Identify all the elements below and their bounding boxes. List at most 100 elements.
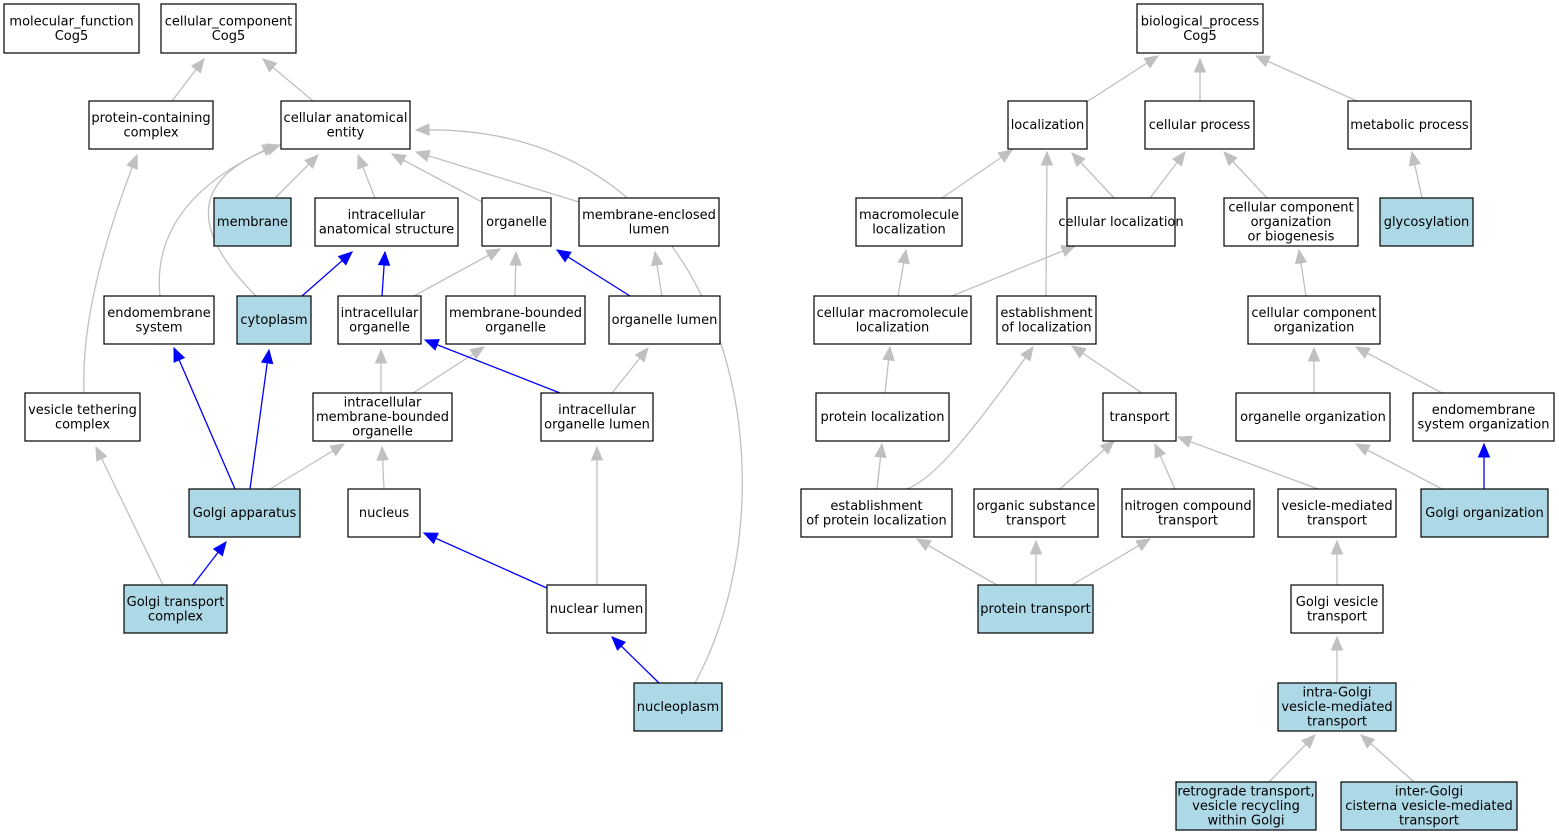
edge-membrane-enclosed-lumen-to-cellular-anatomical-entity	[414, 149, 580, 203]
node-cytoplasm: cytoplasm	[236, 295, 312, 345]
edge-protein-containing-complex-to-cc-root	[171, 57, 205, 102]
node-establishment-of-protein-localization-label: of protein localization	[806, 513, 947, 528]
node-inter-golgi-cisterna-box	[1340, 781, 1518, 831]
node-organelle-label: organelle	[486, 215, 547, 230]
node-intracellular-organelle-box	[337, 295, 422, 345]
node-membrane: membrane	[213, 197, 292, 247]
edge-organelle-organization-to-cellular-component-organization	[1307, 346, 1321, 393]
node-nuclear-lumen: nuclear lumen	[546, 584, 647, 634]
node-organelle-organization-label: organelle organization	[1240, 410, 1386, 425]
edge-organelle-to-cellular-anatomical-entity	[390, 153, 483, 203]
edge-golgi-vesicle-transport-to-vesicle-mediated-transport-arrowhead	[1330, 539, 1344, 555]
node-protein-containing-complex-box	[88, 100, 214, 150]
edge-vesicle-tethering-complex-to-protein-containing-complex-arrowhead	[126, 153, 138, 170]
edge-establishment-of-protein-localization-to-establishment-of-localization-line	[906, 346, 1034, 490]
edge-intracellular-organelle-to-intracellular-anatomical-structure	[377, 250, 391, 297]
node-membrane-enclosed-lumen-label: lumen	[629, 222, 670, 237]
node-bp-root-box	[1136, 3, 1264, 54]
edge-golgi-organization-to-organelle-organization-line	[1355, 443, 1443, 490]
edge-metabolic-process-to-bp-root-line	[1255, 55, 1358, 102]
edge-cellular-process-to-bp-root-arrowhead	[1193, 57, 1207, 73]
edge-nitrogen-compound-transport-to-transport	[1154, 442, 1176, 490]
edge-golgi-transport-complex-to-golgi-apparatus-arrowhead	[212, 540, 227, 557]
edge-endomembrane-system-organization-to-cellular-component-organization	[1354, 346, 1443, 394]
edge-cytoplasm-to-intracellular-anatomical-structure	[301, 251, 353, 297]
node-retrograde-transport-box	[1175, 781, 1317, 831]
edge-organic-substance-transport-to-transport-arrowhead	[1099, 440, 1115, 455]
node-endomembrane-system-organization-label: endomembrane	[1432, 403, 1536, 418]
node-organic-substance-transport-box	[973, 488, 1099, 538]
node-macromolecule-localization-label: localization	[872, 222, 946, 237]
edge-intracellular-organelle-lumen-to-intracellular-organelle-arrowhead	[423, 339, 440, 351]
node-retrograde-transport-label: retrograde transport,	[1177, 785, 1314, 800]
node-protein-localization: protein localization	[815, 392, 950, 442]
node-metabolic-process: metabolic process	[1347, 100, 1472, 150]
edge-golgi-transport-complex-to-vesicle-tethering-complex-line	[95, 446, 164, 586]
edge-golgi-transport-complex-to-golgi-apparatus	[192, 540, 227, 586]
edge-membrane-bounded-organelle-to-organelle-arrowhead	[509, 250, 522, 266]
node-endomembrane-system-organization-label: system organization	[1418, 417, 1550, 432]
node-cc-root-box	[160, 3, 297, 54]
node-nitrogen-compound-transport-label: transport	[1158, 513, 1218, 528]
edge-intracellular-organelle-lumen-to-organelle-lumen-arrowhead	[634, 346, 649, 363]
edge-golgi-vesicle-transport-to-vesicle-mediated-transport	[1330, 539, 1344, 585]
node-establishment-of-protein-localization-box	[800, 488, 953, 538]
node-cellular-anatomical-entity-label: entity	[327, 125, 365, 140]
node-cellular-process-label: cellular process	[1149, 118, 1251, 133]
edge-cellular-component-organization-to-cellular-component-organization-or-biogenesis-arrowhead	[1294, 248, 1308, 265]
node-inter-golgi-cisterna-label: transport	[1399, 814, 1459, 829]
node-intra-golgi-vesicle-mediated-transport-label: vesicle-mediated	[1281, 700, 1392, 715]
edge-organelle-lumen-to-organelle	[555, 249, 631, 297]
node-endomembrane-system-label: system	[136, 320, 183, 335]
edge-intracellular-membrane-bounded-organelle-to-membrane-bounded-organelle-line	[412, 346, 485, 394]
edge-vesicle-mediated-transport-to-transport	[1176, 435, 1319, 490]
node-intracellular-organelle-label: intracellular	[341, 306, 419, 321]
edges-layer	[83, 55, 1491, 783]
node-protein-transport-label: protein transport	[980, 602, 1090, 617]
node-organelle-lumen-label: organelle lumen	[612, 313, 718, 328]
node-nucleus-box	[347, 488, 421, 538]
edge-localization-to-bp-root	[1087, 55, 1160, 102]
edge-retrograde-transport-to-intra-golgi-vesicle-mediated-transport	[1268, 734, 1316, 783]
node-cellular-component-organization-or-biogenesis-label: cellular component	[1228, 201, 1353, 216]
node-cellular-macromolecule-localization-label: localization	[856, 320, 930, 335]
node-cellular-component-organization-or-biogenesis-label: or biogenesis	[1248, 230, 1335, 245]
edge-cellular-macromolecule-localization-to-cellular-localization-line	[951, 245, 1076, 297]
node-golgi-organization-label: Golgi organization	[1425, 506, 1543, 521]
node-transport-box	[1102, 392, 1177, 442]
edge-nuclear-lumen-to-intracellular-organelle-lumen	[590, 445, 604, 585]
node-cellular-anatomical-entity-label: cellular anatomical	[284, 111, 408, 126]
node-transport: transport	[1102, 392, 1177, 442]
edge-cellular-macromolecule-localization-to-cellular-localization	[951, 245, 1077, 297]
edge-vesicle-tethering-complex-to-protein-containing-complex-line	[83, 154, 138, 394]
edge-glycosylation-to-metabolic-process-arrowhead	[1408, 150, 1421, 167]
node-cellular-localization-label: cellular localization	[1058, 215, 1183, 230]
node-nuclear-lumen-label: nuclear lumen	[550, 602, 643, 617]
node-membrane-bounded-organelle-label: organelle	[485, 320, 546, 335]
node-cellular-macromolecule-localization-box	[813, 295, 972, 345]
edge-endomembrane-system-organization-to-cellular-component-organization-arrowhead	[1354, 346, 1371, 359]
node-retrograde-transport-label: within Golgi	[1207, 814, 1284, 829]
node-golgi-apparatus: Golgi apparatus	[188, 488, 301, 538]
edge-cytoplasm-to-intracellular-anatomical-structure-arrowhead	[337, 251, 353, 266]
node-establishment-of-localization-box	[996, 295, 1097, 345]
node-localization-label: localization	[1011, 118, 1085, 133]
node-nucleoplasm: nucleoplasm	[633, 682, 723, 732]
edge-golgi-apparatus-to-endomembrane-system	[173, 346, 236, 490]
edge-cellular-process-to-bp-root	[1193, 57, 1207, 101]
edge-nucleus-to-intracellular-membrane-bounded-organelle	[376, 445, 389, 490]
node-intracellular-organelle-lumen-label: organelle lumen	[544, 417, 650, 432]
edge-cytoplasm-to-cellular-anatomical-entity-line	[207, 144, 281, 297]
edge-inter-golgi-cisterna-to-intra-golgi-vesicle-mediated-transport	[1360, 734, 1415, 783]
edge-protein-localization-to-cellular-macromolecule-localization-arrowhead	[882, 345, 895, 362]
edge-nucleoplasm-to-nuclear-lumen	[611, 636, 660, 684]
edge-golgi-apparatus-to-cytoplasm	[249, 348, 274, 490]
edge-cellular-localization-to-cellular-process-arrowhead	[1171, 150, 1186, 167]
node-intracellular-membrane-bounded-organelle-label: membrane-bounded	[316, 410, 449, 425]
